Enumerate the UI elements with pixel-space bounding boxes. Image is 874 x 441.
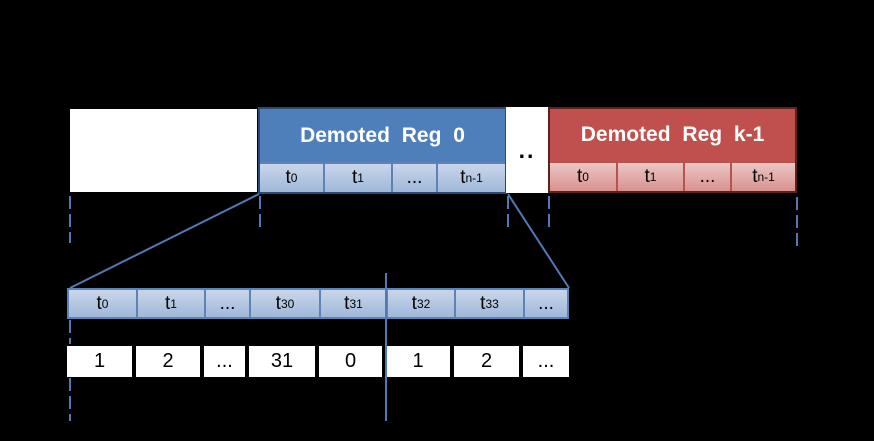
value-cell-0b: 0 (319, 346, 386, 377)
value-cell-0: 1 (67, 346, 136, 377)
value-cell-ellipsis-2: ... (523, 346, 569, 377)
value-cell-1b: 1 (386, 346, 454, 377)
value-cell-ellipsis-1: ... (204, 346, 249, 377)
demoted-reg-0-title: Demoted Reg 0 (300, 123, 465, 147)
detail-slot-ellipsis-1: ... (206, 290, 251, 317)
detail-values-row: 1 2 ... 31 0 1 2 ... (67, 346, 569, 377)
regk-slot-ellipsis: ... (685, 161, 732, 191)
demoted-reg-k-1-title: Demoted Reg k-1 (580, 123, 765, 146)
value-cell-31: 31 (249, 346, 319, 377)
detail-slot-ellipsis-2: ... (525, 290, 567, 317)
reg0-slot-ellipsis: ... (393, 162, 438, 192)
value-cell-1: 2 (136, 346, 204, 377)
value-cell-2b: 2 (454, 346, 523, 377)
zoom-projection-right-line (507, 193, 570, 289)
zoom-projection-left-line (69, 193, 260, 289)
leading-register-box (70, 109, 257, 192)
ellipsis-gap-box: .. (506, 107, 548, 193)
ellipsis-gap-label: .. (518, 136, 536, 163)
